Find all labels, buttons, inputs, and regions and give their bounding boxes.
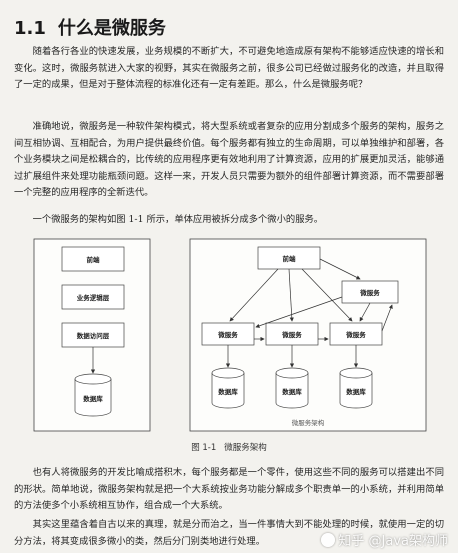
ms-database-3: 数据库: [339, 367, 373, 409]
ms-database-2-label: 数据库: [282, 387, 302, 396]
paragraph-analogy: 也有人将微服务的开发比喻成搭积木，每个服务都是一个零件，使用这些不同的服务可以搭…: [14, 467, 444, 512]
ms-database-3-label: 数据库: [346, 387, 366, 396]
paragraph-intro: 随着各行各业的快速发展，业务规模的不断扩大，不可避免地造成原有架构不能够适应快速…: [14, 46, 444, 91]
monolith-data-access-label: 数据访问层: [77, 331, 110, 340]
paragraph-definition: 准确地说，微服务是一种软件架构模式，将大型系统或者复杂的应用分割成多个服务的架构…: [14, 121, 444, 199]
paragraph-divide-conquer: 其实这里蕴含着自古以来的真理，就是分而治之，当一件事情大到不能处理的时候，就使用…: [14, 519, 444, 547]
monolith-database: 数据库: [74, 373, 112, 417]
microservices-panel: 前端 微服务 微服务 微服务 微服务: [189, 238, 427, 432]
zhihu-logo-icon: [321, 533, 336, 547]
section-heading: 1.1 什么是微服务: [14, 14, 166, 40]
ms-database-2: 数据库: [275, 367, 309, 409]
figure-caption: 图 1-1 微服务架构: [0, 441, 458, 453]
monolith-frontend-box: [61, 246, 125, 272]
ms-database-1-label: 数据库: [218, 387, 238, 396]
ms-cluster-label: 微服务架构: [292, 418, 325, 427]
monolith-panel: 前端 业务逻辑层 数据访问层 数据库: [33, 238, 151, 432]
watermark: 知乎 @Java架构师: [321, 530, 448, 549]
figure-number: 图 1-1: [191, 443, 217, 453]
monolith-business-label: 业务逻辑层: [77, 293, 110, 302]
ms-service-1-label: 微服务: [217, 330, 238, 339]
paragraph-figure-reference: 一个微服务的架构如图 1-1 所示，单体应用被拆分成多个微小的服务。: [32, 214, 324, 225]
monolith-business-box: [61, 284, 125, 310]
section-title: 什么是微服务: [57, 18, 166, 39]
monolith-frontend-label: 前端: [87, 255, 101, 264]
ms-service-top-label: 微服务: [359, 288, 380, 297]
architecture-diagram: 前端 业务逻辑层 数据访问层 数据库 前端 微服务 微服务 微服务: [33, 238, 427, 432]
ms-database-1: 数据库: [211, 367, 245, 409]
monolith-data-access-box: [61, 322, 125, 348]
monolith-database-label: 数据库: [83, 394, 103, 403]
watermark-text: 知乎 @Java架构师: [338, 534, 448, 549]
figure-caption-text: 微服务架构: [224, 443, 267, 453]
ms-service-2-label: 微服务: [281, 330, 302, 339]
ms-service-3-label: 微服务: [345, 330, 366, 339]
section-number: 1.1: [14, 18, 46, 39]
ms-frontend-label: 前端: [283, 254, 297, 263]
